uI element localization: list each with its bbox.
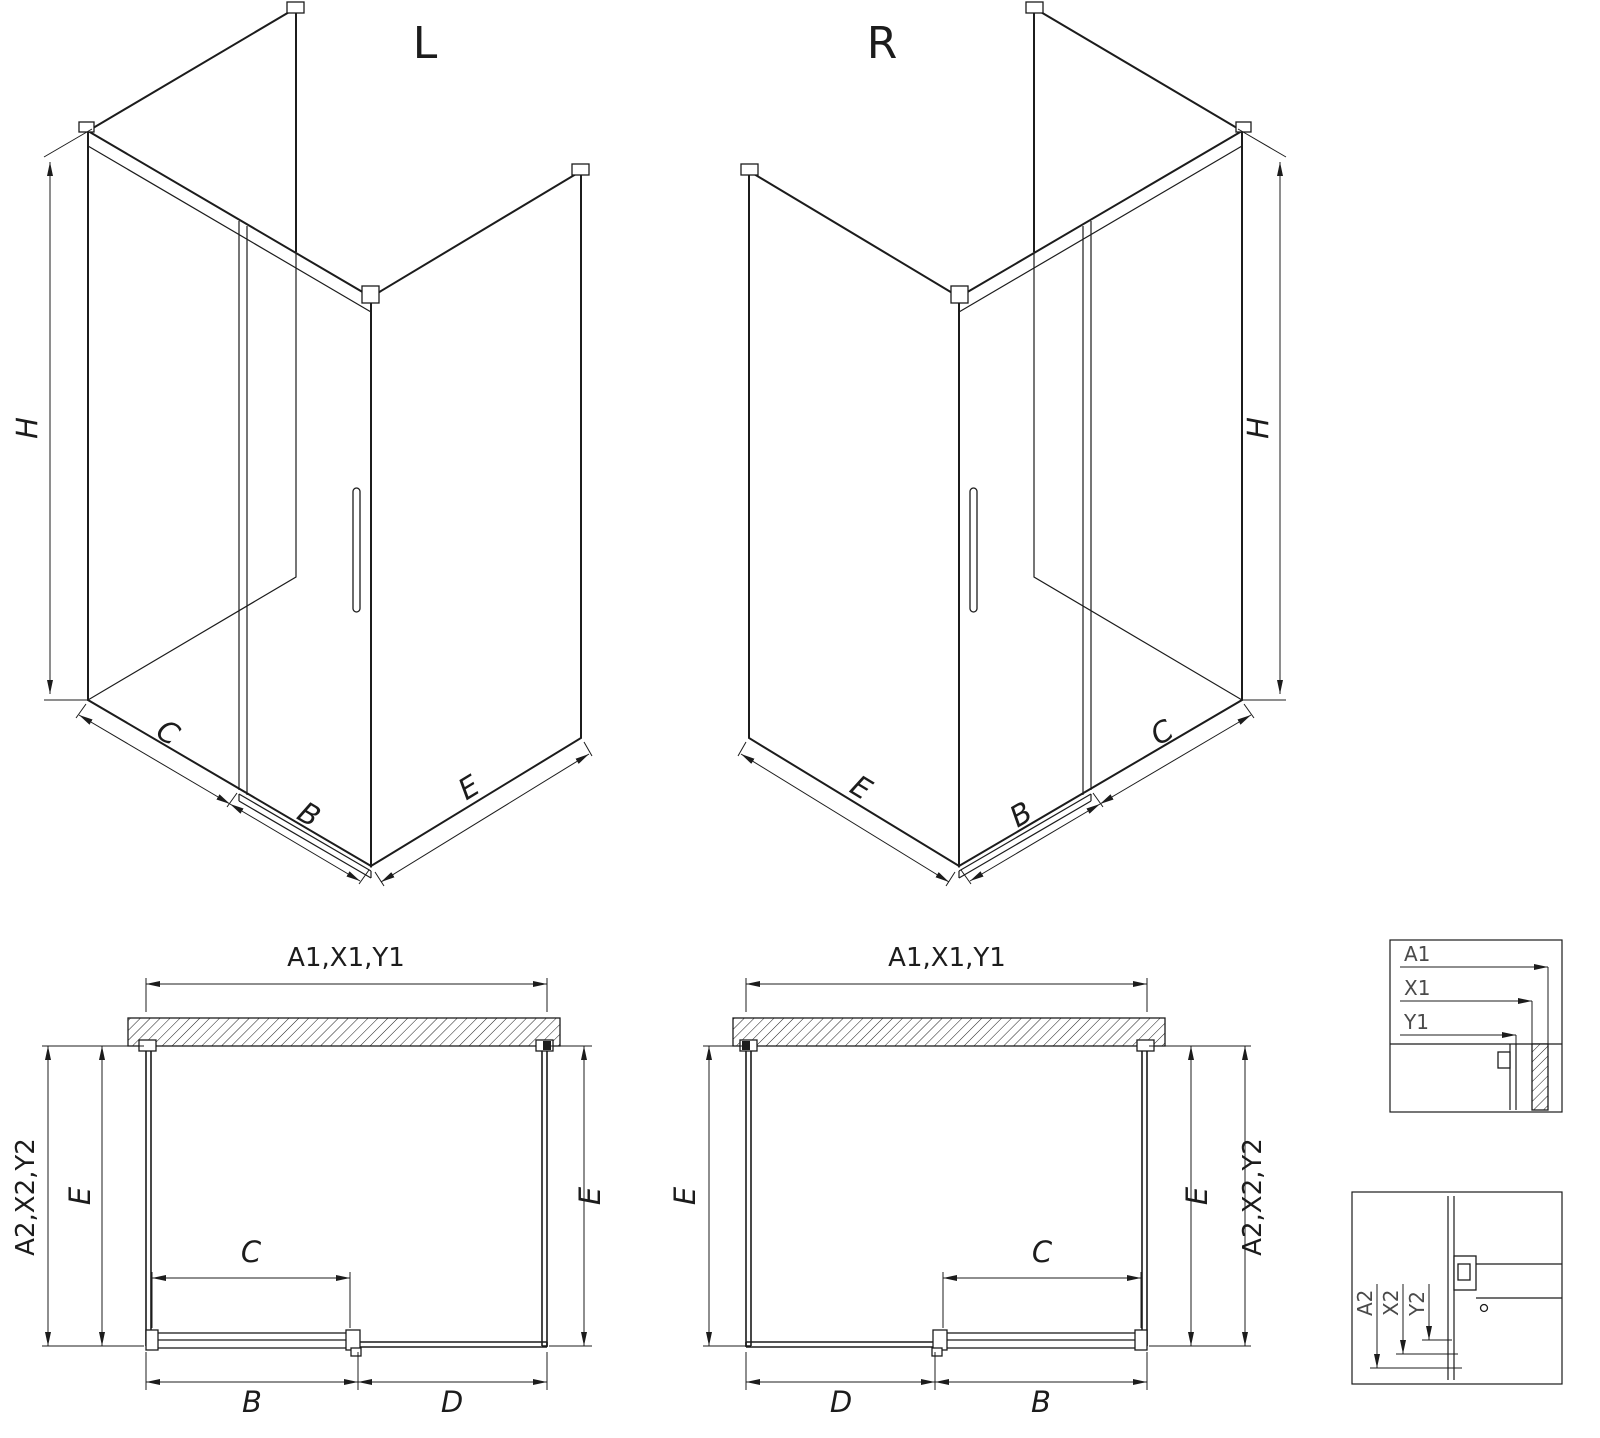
dim-depth-refs-plan-left: A2,X2,Y2 (11, 1046, 51, 1346)
side-panel-e-left (370, 169, 582, 868)
door-end-cap (1134, 1329, 1148, 1351)
dim-e-plan-right-right-side: E (1149, 1045, 1251, 1347)
dim-label-b: B (1031, 1385, 1051, 1419)
dim-height-right: H (1237, 128, 1287, 701)
plan-glass-right-view (739, 1039, 1155, 1357)
detail-label-a1: A1 (1404, 942, 1430, 966)
dim-label-d: D (830, 1385, 852, 1419)
dim-c-right: C (1092, 703, 1255, 808)
plan-glass-left-view (138, 1039, 554, 1357)
corner-connector (361, 285, 380, 304)
wall-bracket (78, 121, 95, 133)
wall-bracket (1025, 1, 1044, 14)
dim-label-c: C (1032, 1235, 1053, 1269)
mounting-hardware-right (740, 1, 1252, 304)
detail-label-a2: A2 (1353, 1290, 1377, 1316)
wall-bracket (286, 1, 305, 14)
dim-b-plan-right: B (934, 1352, 1148, 1419)
dim-label-depth-refs: A2,X2,Y2 (1238, 1138, 1268, 1256)
dim-label-c: C (241, 1235, 262, 1269)
wall-section (732, 1017, 1166, 1047)
dim-label-c: C (151, 713, 186, 753)
dim-e-left: E (374, 741, 593, 887)
dim-label-e: E (63, 1186, 97, 1205)
iso-view-left: L H (10, 1, 593, 887)
view-label-left: L (413, 18, 438, 69)
dim-label-e: E (452, 768, 486, 807)
dim-label-e: E (573, 1186, 607, 1205)
detail-wall-profile-top: A1 X1 Y1 (1389, 939, 1563, 1113)
dim-height-left: H (10, 128, 93, 701)
detail-side-profile-bottom: A2 X2 Y2 (1351, 1191, 1563, 1385)
dim-label-b: B (242, 1385, 262, 1419)
dim-width-top-left-plan: A1,X1,Y1 (145, 943, 548, 1012)
front-sliding-wall-left (87, 129, 372, 879)
dim-depth-refs-plan-right: A2,X2,Y2 (1238, 1046, 1268, 1346)
dim-label-width-refs: A1,X1,Y1 (888, 943, 1006, 973)
wall-profile-section (1531, 1043, 1549, 1111)
dim-c-plan-right: C (942, 1235, 1142, 1328)
mounting-hardware-left (78, 1, 590, 304)
dim-width-top-right-plan: A1,X1,Y1 (745, 943, 1148, 1012)
dim-e-plan-right-left-side: E (668, 1045, 749, 1347)
wall-bracket (571, 163, 590, 176)
door-end-cap (932, 1329, 948, 1351)
roller-wheel (1479, 1303, 1489, 1313)
dim-label-h: H (1241, 417, 1275, 439)
dim-e-plan-right-side: E (549, 1045, 607, 1347)
dim-label-h: H (10, 417, 44, 439)
back-side-panel-right (1033, 6, 1243, 702)
dim-e-plan-left-side: E (42, 1045, 144, 1347)
dim-label-c: C (1145, 712, 1180, 752)
door-guide (350, 1347, 362, 1357)
door-handle-left (352, 487, 361, 613)
door-end-cap (345, 1329, 361, 1351)
dim-b-plan-left: B (145, 1352, 359, 1419)
wall-profile-block (543, 1041, 551, 1050)
dim-label-e: E (1180, 1186, 1214, 1205)
detail-label-x1: X1 (1404, 976, 1430, 1000)
dim-label-width-refs: A1,X1,Y1 (287, 943, 405, 973)
dim-d-plan-right: D (745, 1352, 935, 1419)
view-label-right: R (867, 18, 898, 69)
door-end-cap (145, 1329, 159, 1351)
dim-label-e: E (845, 768, 879, 807)
side-panel-e-right (748, 169, 960, 868)
door-handle-right (969, 487, 978, 613)
dim-label-depth-refs: A2,X2,Y2 (11, 1138, 41, 1256)
iso-view-right: R H (737, 1, 1287, 887)
dim-label-d: D (441, 1385, 463, 1419)
dim-label-e: E (668, 1186, 702, 1205)
roller-bracket-inner (1457, 1263, 1471, 1281)
front-sliding-wall-right (958, 129, 1243, 879)
wall-bracket (740, 163, 759, 176)
wall-section (127, 1017, 561, 1047)
dim-c-plan-left: C (151, 1235, 351, 1328)
dim-c-left: C (75, 703, 238, 808)
glass-clamp (1497, 1051, 1511, 1069)
detail-label-x2: X2 (1379, 1290, 1403, 1316)
detail-label-y2: Y2 (1405, 1291, 1429, 1317)
corner-connector (950, 285, 969, 304)
detail-label-y1: Y1 (1403, 1010, 1429, 1034)
dim-e-right: E (737, 741, 956, 887)
plan-view-right: A1,X1,Y1 C B D E E A2,X2,Y2 (668, 943, 1268, 1419)
door-guide (931, 1347, 943, 1357)
dim-d-plan-left: D (358, 1352, 548, 1419)
back-side-panel-left (87, 6, 297, 702)
wall-bracket (1235, 121, 1252, 133)
plan-view-left: A1,X1,Y1 C B D E E A2,X2,Y2 (11, 943, 607, 1419)
